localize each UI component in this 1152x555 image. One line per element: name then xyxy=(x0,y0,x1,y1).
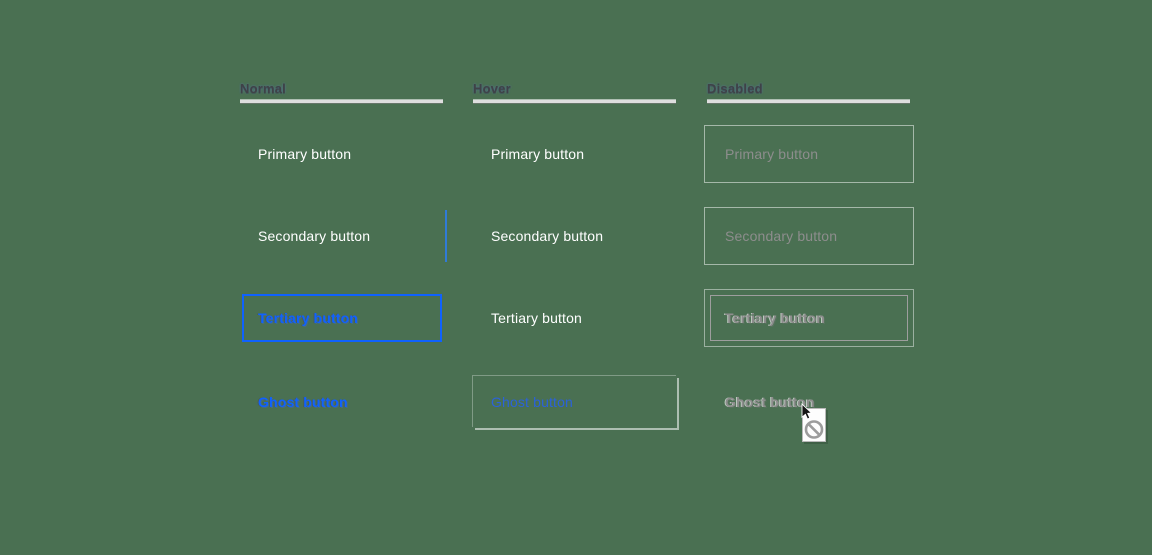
button-label: Primary button xyxy=(258,146,352,162)
button-label: Primary button xyxy=(725,146,819,162)
tertiary-button-hover[interactable]: Tertiary button xyxy=(473,292,677,344)
button-label: Secondary button xyxy=(258,228,371,244)
prohibition-circle xyxy=(804,420,824,439)
primary-button-hover[interactable]: Primary button xyxy=(473,128,677,180)
button-label: Primary button xyxy=(491,146,585,162)
column-underline xyxy=(473,100,676,103)
prohibition-slash xyxy=(807,422,821,437)
not-allowed-cursor-svg xyxy=(801,402,828,444)
button-label: Tertiary button xyxy=(258,310,358,326)
column-header-hover: Hover xyxy=(473,82,677,103)
ghost-button-normal[interactable]: Ghost button xyxy=(240,376,444,428)
column-title: Hover xyxy=(473,81,511,96)
tertiary-button-normal[interactable]: Tertiary button xyxy=(240,292,444,344)
column-normal: Normal Primary button Secondary button T… xyxy=(240,0,444,555)
pointer-arrow xyxy=(801,402,813,420)
column-title: Normal xyxy=(240,81,286,96)
primary-button-disabled: Primary button xyxy=(704,125,914,183)
tertiary-button-disabled: Tertiary button xyxy=(704,289,914,347)
column-header-normal: Normal xyxy=(240,82,444,103)
ghost-button-hover[interactable]: Ghost button xyxy=(473,376,677,428)
button-label: Secondary button xyxy=(725,228,838,244)
secondary-button-hover[interactable]: Secondary button xyxy=(473,210,677,262)
secondary-button-normal[interactable]: Secondary button xyxy=(240,210,444,262)
column-underline xyxy=(240,100,443,103)
primary-button-normal[interactable]: Primary button xyxy=(240,128,444,180)
not-allowed-cursor-icon xyxy=(798,402,830,446)
button-label: Ghost button xyxy=(725,394,815,410)
button-label: Tertiary button xyxy=(491,310,582,326)
button-label: Secondary button xyxy=(491,228,604,244)
secondary-button-disabled: Secondary button xyxy=(704,207,914,265)
column-hover: Hover Primary button Secondary button Te… xyxy=(473,0,677,555)
column-header-disabled: Disabled xyxy=(707,82,911,103)
column-title: Disabled xyxy=(707,81,763,96)
ghost-button-disabled: Ghost button xyxy=(707,376,911,428)
secondary-button-focus-edge xyxy=(445,210,447,262)
button-label: Ghost button xyxy=(258,394,348,410)
button-label: Ghost button xyxy=(491,394,573,410)
column-underline xyxy=(707,100,910,103)
button-label: Tertiary button xyxy=(725,310,825,326)
column-disabled: Disabled Primary button Secondary button… xyxy=(704,0,914,555)
